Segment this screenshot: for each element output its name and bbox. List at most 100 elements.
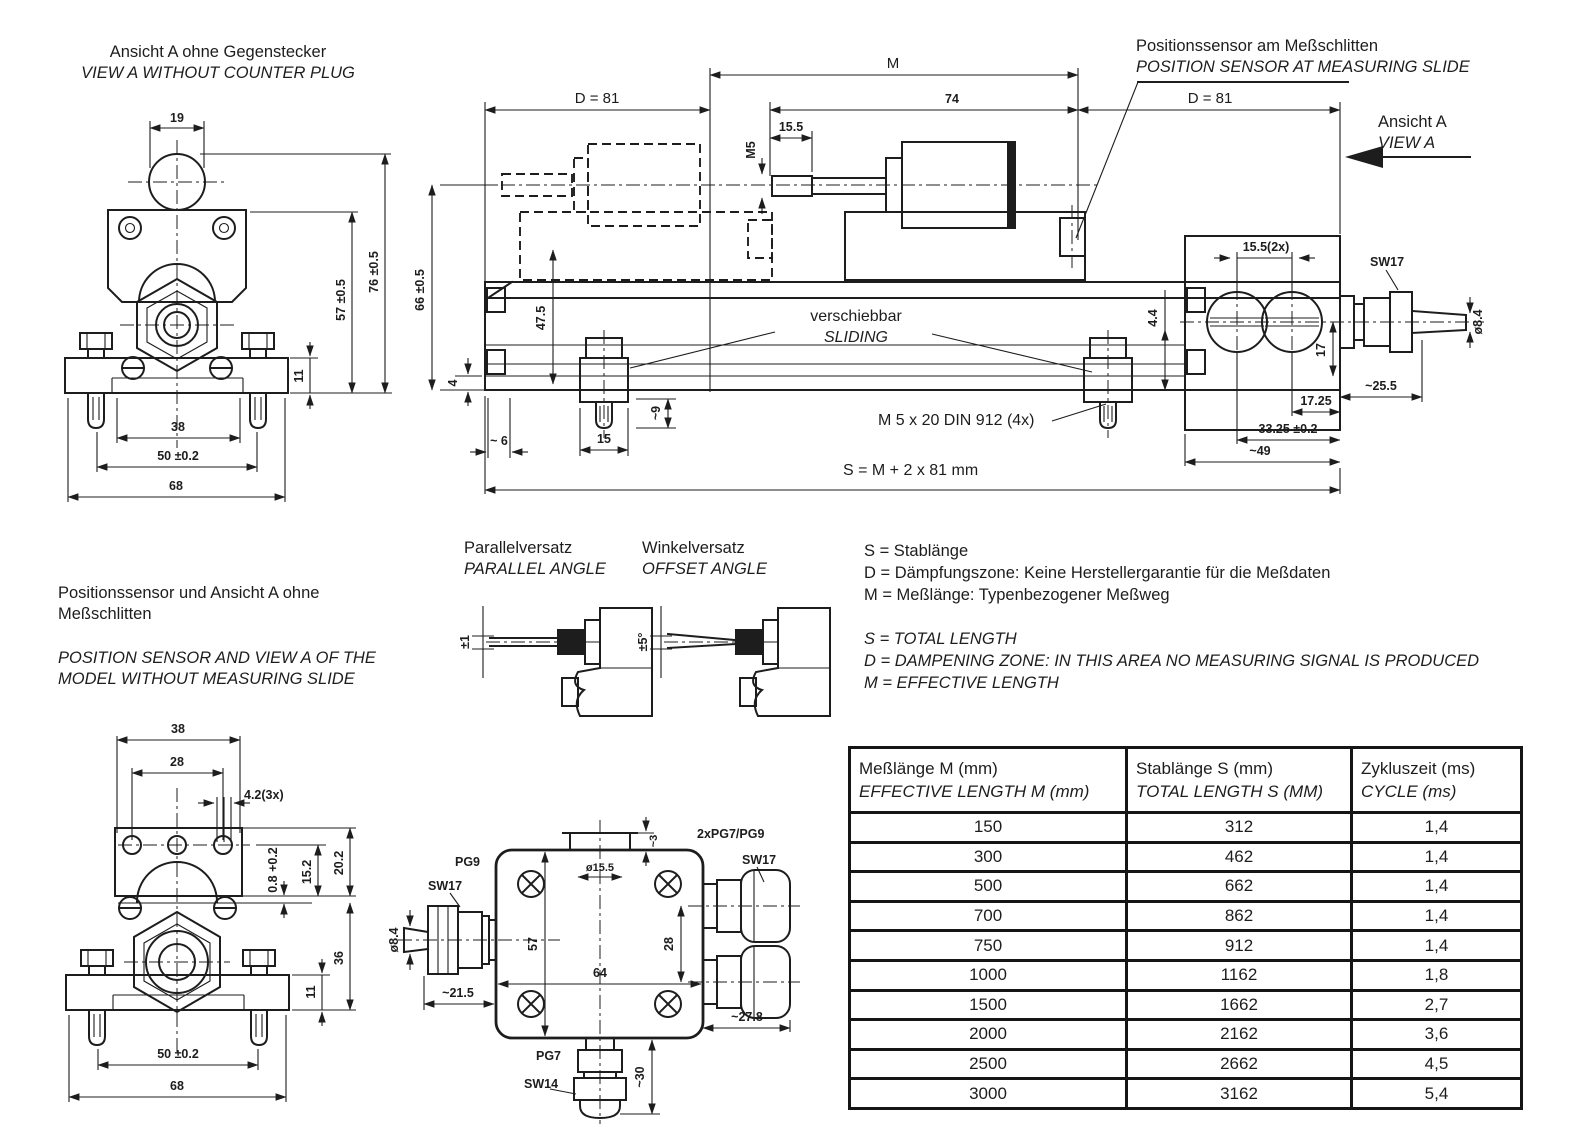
header-en: TOTAL LENGTH S (MM): [1136, 781, 1324, 801]
dim-11-v2: 11: [304, 985, 318, 998]
dim-155: 15.5: [779, 120, 803, 134]
dim-38: 38: [171, 420, 185, 434]
cell-m: 150: [848, 811, 1128, 844]
dim-66: 66 ±0.5: [413, 269, 427, 311]
dim-278: ~27.8: [731, 1010, 763, 1024]
dim-50-v2: 50 ±0.2: [157, 1047, 199, 1061]
cell-m: 700: [848, 899, 1128, 933]
cell-s: 2162: [1125, 1018, 1353, 1051]
dim-08: 0.8 +0.2: [266, 847, 280, 893]
header-de: Zykluszeit (ms): [1361, 758, 1476, 778]
header-total-length: Stablänge S (mm) TOTAL LENGTH S (MM): [1125, 746, 1353, 814]
header-de: Meßlänge M (mm): [859, 758, 998, 778]
cell-cycle: 5,4: [1350, 1077, 1523, 1110]
label-pg7: PG7: [536, 1049, 561, 1063]
header-effective-length: Meßlänge M (mm) EFFECTIVE LENGTH M (mm): [848, 746, 1128, 814]
sliding-label: verschiebbar SLIDING: [782, 306, 930, 348]
dim-28-jb: 28: [662, 937, 676, 951]
dim-36: 36: [332, 951, 346, 965]
sliding-en: SLIDING: [823, 329, 888, 346]
screw-note: M 5 x 20 DIN 912 (4x): [878, 412, 1035, 429]
dim-6: ~ 6: [490, 434, 508, 448]
dim-74: 74: [945, 92, 959, 106]
sliding-de: verschiebbar: [810, 308, 902, 325]
view-arrow-en: VIEW A: [1378, 134, 1436, 152]
dim-4: 4: [446, 379, 460, 386]
dim-11: 11: [292, 369, 306, 382]
clamp-left: [579, 330, 629, 438]
phantom-sensor: [501, 143, 773, 281]
sensor-view2-title-en: POSITION SENSOR AND VIEW A OF THE MODEL …: [58, 649, 376, 688]
cell-s: 862: [1125, 899, 1353, 933]
view-arrow-de: Ansicht A: [1378, 113, 1447, 131]
dim-68: 68: [169, 479, 183, 493]
table-header-row: Meßlänge M (mm) EFFECTIVE LENGTH M (mm) …: [848, 746, 1523, 814]
cell-m: 3000: [848, 1077, 1128, 1110]
dim-475: 47.5: [534, 306, 548, 330]
cell-m: 2000: [848, 1018, 1128, 1051]
header-en: CYCLE (ms): [1361, 781, 1457, 801]
dim-3325: 33.25 ±0.2: [1259, 422, 1318, 436]
offset-angle-sketch: ±5°: [636, 606, 831, 717]
cell-cycle: 1,4: [1350, 811, 1523, 844]
header-en: EFFECTIVE LENGTH M (mm): [859, 781, 1090, 801]
dim-76: 76 ±0.5: [367, 251, 381, 293]
cell-cycle: 1,4: [1350, 899, 1523, 933]
legend: S = Stablänge D = Dämpfungszone: Keine H…: [864, 540, 1479, 694]
label-pg7-pg9: 2xPG7/PG9: [697, 827, 764, 841]
dim-255: ~25.5: [1365, 379, 1397, 393]
dim-9: ~9: [649, 406, 663, 420]
cell-cycle: 1,4: [1350, 870, 1523, 903]
clamp-right: [1083, 330, 1133, 438]
position-sensor-callout: Positionssensor am Meßschlitten POSITION…: [1136, 36, 1470, 78]
sensor-front-view-2: 38 28 4.2(3x) 20.2 15.2 0.8 +0.2 36 11 5…: [65, 722, 356, 1102]
cell-m: 1000: [848, 958, 1128, 992]
cell-s: 1162: [1125, 958, 1353, 992]
dim-m5: M5: [744, 141, 758, 158]
assembly-drawing: M D = 81 74 D = 81 15.5 M5 66 ±0.5 47.5 …: [413, 55, 1485, 494]
dim-42: 4.2(3x): [244, 788, 284, 802]
length-formula: S = M + 2 x 81 mm: [843, 462, 979, 479]
dim-44: 4.4: [1146, 309, 1160, 326]
view-a-title-en: VIEW A WITHOUT COUNTER PLUG: [81, 64, 355, 82]
dim-38-v2: 38: [171, 722, 185, 736]
parallel-en: PARALLEL ANGLE: [464, 560, 606, 578]
parallel-angle-sketch: ±1: [458, 606, 653, 717]
dim-3: ~3: [648, 835, 660, 848]
legend-en-s: S = TOTAL LENGTH: [864, 630, 1017, 648]
dim-155-2x: 15.5(2x): [1243, 240, 1290, 254]
cell-m: 750: [848, 929, 1128, 962]
dim-64: 64: [593, 966, 607, 980]
dim-50: 50 ±0.2: [157, 449, 199, 463]
dim-57: 57 ±0.5: [334, 279, 348, 321]
legend-de-s: S = Stablänge: [864, 542, 969, 560]
offset-de: Winkelversatz: [642, 539, 745, 557]
spec-table-container: Meßlänge M (mm) EFFECTIVE LENGTH M (mm) …: [848, 746, 1523, 1110]
dim-57: 57: [526, 937, 540, 951]
parallel-title: Parallelversatz PARALLEL ANGLE: [464, 538, 606, 580]
dim-m: M: [887, 55, 900, 72]
cell-cycle: 1,4: [1350, 929, 1523, 962]
dim-offset-tol: ±5°: [636, 633, 650, 652]
cell-s: 2662: [1125, 1047, 1353, 1081]
callout-de: Positionssensor am Meßschlitten: [1136, 37, 1379, 55]
dim-d81-left: D = 81: [575, 90, 620, 107]
front-view-drawing: 19 57 ±0.5 76 ±0.5 11 38 50 ±0.2 68: [64, 111, 392, 502]
cell-s: 3162: [1125, 1077, 1353, 1110]
dim-152: 15.2: [300, 860, 314, 884]
cell-s: 312: [1125, 811, 1353, 844]
header-de: Stablänge S (mm): [1136, 758, 1273, 778]
view-a-title: Ansicht A ohne Gegenstecker VIEW A WITHO…: [62, 42, 374, 84]
view-a-title-de: Ansicht A ohne Gegenstecker: [109, 43, 327, 61]
cell-cycle: 1,8: [1350, 958, 1523, 992]
dim-15: 15: [597, 432, 611, 446]
parallel-de: Parallelversatz: [464, 539, 573, 557]
dim-19: 19: [170, 111, 184, 125]
label-sw17-left: SW17: [428, 879, 462, 893]
